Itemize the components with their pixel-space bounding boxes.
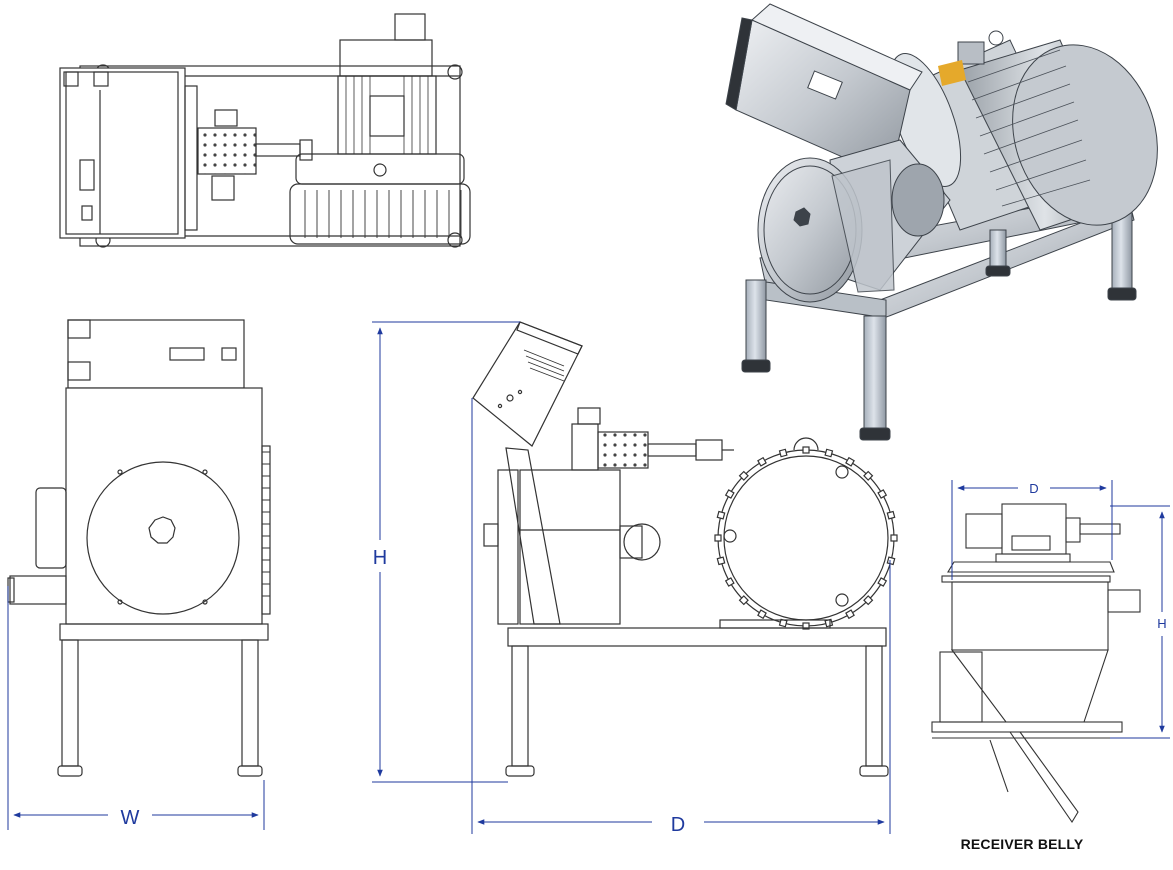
blower-bolt	[757, 456, 767, 467]
blower-bolt	[863, 470, 874, 481]
blower-bolt	[886, 510, 896, 520]
depth-label: D	[671, 814, 685, 836]
side-view	[7, 319, 271, 777]
blower-bolt	[877, 489, 888, 499]
blower-bolt	[714, 534, 722, 542]
blower-bolt	[716, 510, 726, 520]
top-view	[59, 13, 471, 248]
blower-bolt	[890, 534, 898, 542]
receiver-height-dimension	[1110, 505, 1170, 739]
blower-bolt	[863, 595, 874, 606]
blower-bolt	[724, 577, 735, 587]
blower-bolts	[714, 446, 898, 630]
blower-bolt	[757, 609, 767, 620]
receiver-belly-view	[931, 503, 1141, 824]
front-view	[472, 321, 898, 777]
receiver-depth-dimension	[951, 480, 1113, 580]
blower-bolt	[716, 556, 726, 566]
receiver-height-label: H	[1157, 616, 1166, 631]
blower-bolt	[845, 456, 855, 467]
blower-bolt	[845, 609, 855, 620]
blower-bolt	[738, 470, 749, 481]
blower-bolt	[724, 489, 735, 499]
blower-bolt	[886, 556, 896, 566]
blower-bolt	[778, 448, 788, 458]
depth-dimension	[471, 398, 891, 834]
isometric-render	[725, 3, 1158, 441]
blower-bolt	[877, 577, 888, 587]
blower-bolt	[824, 448, 834, 458]
width-dimension	[7, 586, 265, 830]
receiver-belly-caption: RECEIVER BELLY	[960, 836, 1084, 852]
receiver-depth-label: D	[1029, 481, 1038, 496]
blower-bolt	[738, 595, 749, 606]
width-label: W	[121, 807, 140, 829]
height-dimension	[372, 321, 520, 783]
blower-bolt	[802, 446, 810, 454]
height-label: H	[373, 547, 387, 569]
